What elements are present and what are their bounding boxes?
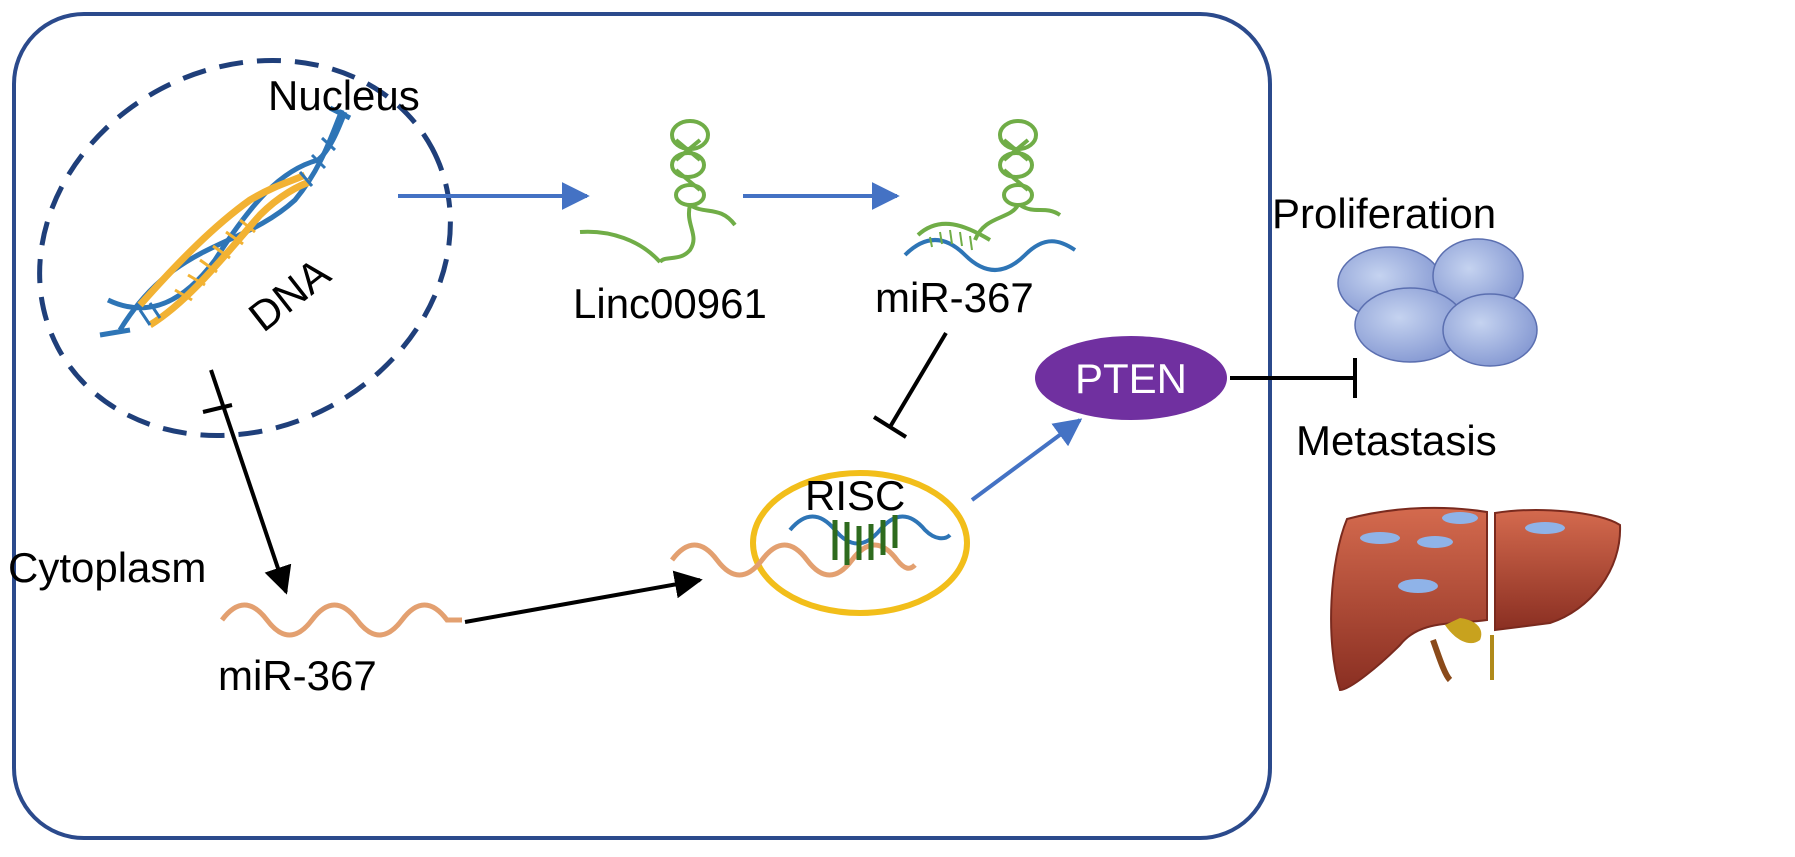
liver-icon xyxy=(1330,506,1622,692)
risc-mrna-strand xyxy=(670,542,917,578)
rna-hairpin-icon xyxy=(916,119,1062,242)
cell-boundary xyxy=(12,12,1272,840)
mir-bottom-label: miR-367 xyxy=(218,652,377,699)
inhibition-mir-to-risc xyxy=(872,331,948,439)
tick-on-arrow xyxy=(202,403,233,414)
dna-label: DNA xyxy=(240,249,339,341)
cytoplasm-label: Cytoplasm xyxy=(8,544,206,591)
inhibition-pten xyxy=(1230,358,1357,398)
mirna-strand xyxy=(903,238,1077,272)
risc-base-pairs xyxy=(832,515,898,565)
linc-label: Linc00961 xyxy=(573,280,767,327)
nucleus-label: Nucleus xyxy=(268,72,420,119)
rna-hairpin-icon xyxy=(579,119,737,264)
arrow-dna-to-cytoplasm xyxy=(209,369,292,595)
pten-label: PTEN xyxy=(1075,355,1187,402)
nucleus-boundary xyxy=(37,57,453,439)
risc-mirna-strand xyxy=(788,514,952,546)
proliferation-label: Proliferation xyxy=(1272,190,1496,237)
mir-top-label: miR-367 xyxy=(875,274,1034,321)
metastasis-label: Metastasis xyxy=(1296,417,1497,464)
base-pair-ticks xyxy=(929,229,973,251)
arrow-risc-to-pten xyxy=(970,418,1083,502)
cell-cluster-icon xyxy=(1337,238,1538,367)
pten-node xyxy=(1035,336,1227,420)
dna-helix-icon xyxy=(99,105,352,338)
risc-ring xyxy=(750,470,970,616)
mirna-strand-bottom xyxy=(220,602,462,638)
arrow-mir-to-risc xyxy=(464,570,703,624)
risc-label: RISC xyxy=(805,472,905,519)
